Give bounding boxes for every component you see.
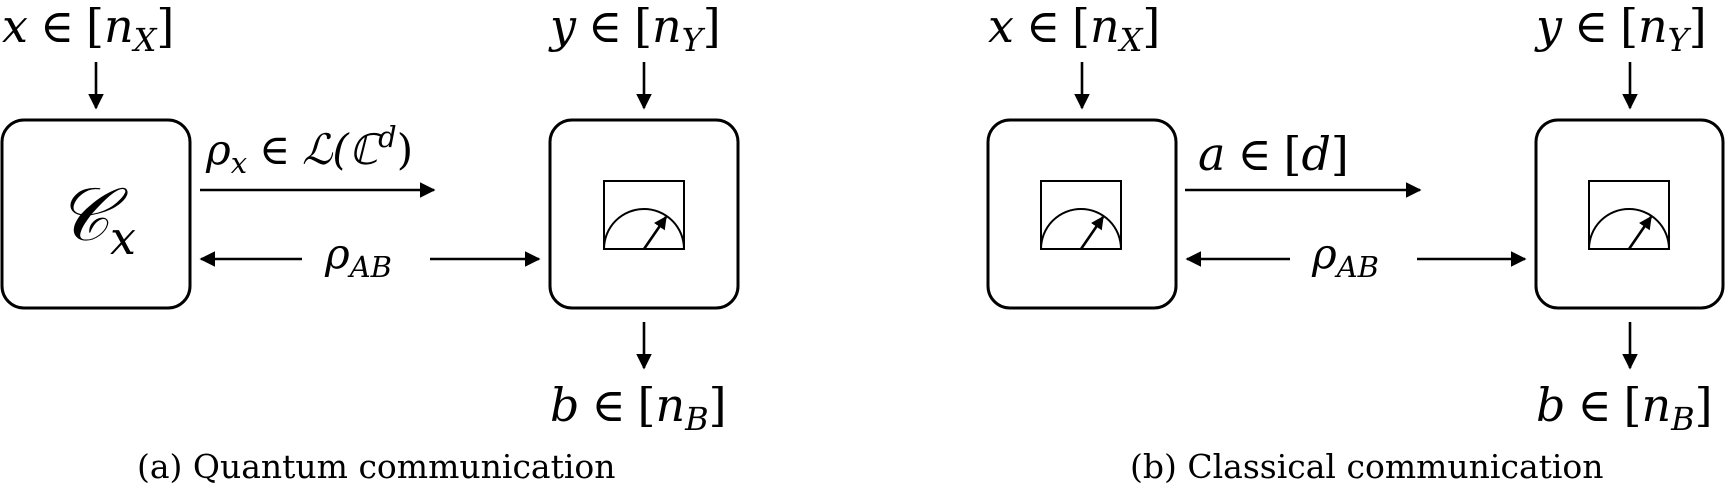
- quantum-caption: (a) Quantum communication: [137, 447, 616, 486]
- classical-message-label: a∈[d]: [1198, 127, 1349, 181]
- quantum-message-label: ρx∈ℒ(ℂd): [205, 120, 413, 180]
- classical-caption: (b) Classical communication: [1130, 447, 1604, 486]
- measurement-meter-icon: [603, 180, 685, 250]
- quantum-input-left-label: x∈[nX]: [2, 0, 174, 59]
- quantum-sender-box: [0, 118, 192, 310]
- quantum-output-label: b∈[nB]: [550, 378, 727, 438]
- measurement-meter-icon: [1040, 180, 1122, 250]
- quantum-shared-label: ρAB: [324, 229, 392, 284]
- measurement-meter-icon: [1588, 180, 1670, 250]
- classical-input-right-label: y∈[nY]: [1534, 0, 1707, 59]
- quantum-input-right-label: y∈[nY]: [548, 0, 721, 59]
- quantum-diagram: x∈[nX] 𝒞x ρx∈ℒ(ℂd) ρAB y∈[nY] b∈[nB] (a)…: [0, 0, 740, 486]
- classical-output-label: b∈[nB]: [1536, 378, 1713, 438]
- classical-shared-label: ρAB: [1311, 229, 1379, 284]
- classical-input-left-label: x∈[nX]: [988, 0, 1160, 59]
- classical-diagram: x∈[nX] a∈[d] ρAB y∈[nY] b∈[nB] (b) C: [986, 0, 1725, 486]
